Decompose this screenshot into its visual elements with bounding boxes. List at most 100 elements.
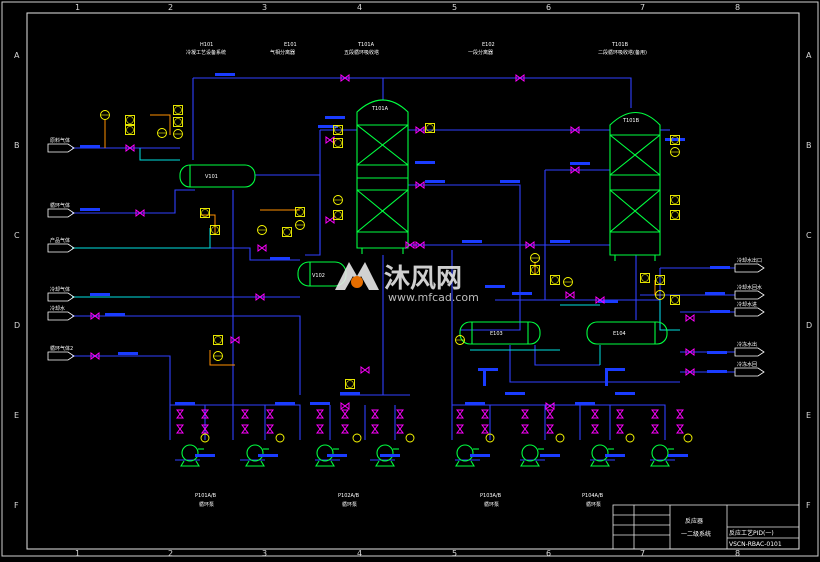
watermark: 沐风网 www.mfcad.com [335, 262, 479, 304]
title-line1: 反应器 [685, 517, 703, 525]
col-number: 6 [546, 3, 551, 12]
gate-valve-icon [616, 424, 624, 434]
header-text: 一段分离器 [468, 49, 493, 56]
stream-label-right: 冷却水回水 [737, 284, 762, 291]
stream-arrow-icon [734, 347, 765, 357]
watermark-logo-icon [335, 262, 379, 290]
gate-valve-icon [201, 424, 209, 434]
centrifugal-pump-icon [591, 444, 609, 462]
gate-valve-icon [415, 181, 425, 189]
col-number: 8 [735, 549, 740, 558]
instrument-bubble-icon [671, 296, 679, 304]
line-tag-bar [258, 454, 278, 457]
centrifugal-pump-icon [376, 444, 394, 462]
centrifugal-pump-icon [651, 444, 669, 462]
pump-desc: 循环泵 [484, 501, 499, 508]
line-tag-bar [570, 162, 590, 165]
gate-valve-icon [371, 409, 379, 419]
motor-icon [485, 433, 495, 443]
line-tag-bar [605, 368, 625, 371]
centrifugal-pump-icon [246, 444, 264, 462]
utility-pipes [72, 148, 680, 365]
gate-valve-icon [340, 74, 350, 82]
stream-arrow-icon [47, 243, 75, 253]
gate-valve-icon [415, 241, 425, 249]
instrument-box-icon [125, 115, 135, 125]
gate-valve-icon [241, 409, 249, 419]
line-tag-bar [710, 266, 730, 269]
gate-valve-icon [676, 409, 684, 419]
equipment [179, 99, 674, 467]
line-tag-bar [485, 285, 505, 288]
centrifugal-pump-icon [521, 444, 539, 462]
equipment-headers: H101冷凝工艺设备系统E101气相分离器T101A五段循环吸收塔E102一段分… [186, 42, 647, 56]
line-tag-bar [483, 368, 486, 386]
line-tag-bar [500, 180, 520, 183]
tower-tag-t101a: T101A [371, 106, 389, 112]
stream-arrow-icon [734, 307, 765, 317]
row-letter: C [14, 231, 20, 240]
instrument-box-icon [333, 125, 343, 135]
instrument-bubble-icon [641, 274, 649, 282]
motor-icon [625, 433, 635, 443]
gate-valve-icon [521, 409, 529, 419]
motor-icon [683, 433, 693, 443]
instrument-bubble-icon [426, 124, 434, 132]
gate-valve-icon [90, 312, 100, 320]
stream-arrow-icon [734, 290, 765, 300]
line-tag-bar [668, 454, 688, 457]
title-line2: 一二级系统 [681, 530, 711, 538]
stream-arrow-icon [47, 351, 75, 361]
col-number: 4 [357, 549, 362, 558]
pump-desc: 循环泵 [586, 501, 601, 508]
instrument-box-icon [210, 225, 220, 235]
centrifugal-pump-icon [456, 444, 474, 462]
gate-valve-icon [521, 424, 529, 434]
gate-valve-icon [125, 144, 135, 152]
drawing-number: VSCN-RBAC-0101 [729, 541, 782, 548]
col-number: 4 [357, 3, 362, 12]
stream-arrow-icon [47, 208, 75, 218]
instrument-box-icon [295, 207, 305, 217]
line-tag-bar [118, 352, 138, 355]
header-text: 冷凝工艺设备系统 [186, 49, 226, 56]
gate-valve-icon [340, 402, 350, 410]
instrument-box-icon [670, 135, 680, 145]
col-number: 7 [640, 549, 645, 558]
instrument-box-icon [670, 210, 680, 220]
instrument-box-icon [530, 265, 540, 275]
watermark-url: www.mfcad.com [388, 291, 479, 304]
instrument-bubble-icon [671, 211, 679, 219]
vessel-tag-e103: E103 [490, 331, 503, 337]
instrument-bubble-icon [656, 276, 664, 284]
stream-arrow-icon [734, 367, 765, 377]
instrument-box-icon [282, 227, 292, 237]
gate-valve-icon [481, 424, 489, 434]
gate-valve-icon [360, 366, 370, 374]
col-number: 5 [452, 3, 457, 12]
row-letter: B [806, 141, 812, 150]
stream-label-right: 冷冻水出 [737, 341, 757, 348]
tower-t101a [356, 99, 409, 254]
col-number: 2 [168, 549, 173, 558]
instrument-box-icon [173, 117, 183, 127]
col-number: 6 [546, 549, 551, 558]
gate-valve-icon [515, 74, 525, 82]
row-letter: F [14, 501, 19, 510]
vessel-tag-v101: V101 [205, 174, 218, 180]
row-letter: C [806, 231, 812, 240]
header-code: T101A [357, 42, 375, 48]
motor-icon [200, 433, 210, 443]
gate-valve-icon [135, 209, 145, 217]
gate-valve-icon [685, 368, 695, 376]
line-tag-bar [318, 125, 338, 128]
row-letter: E [14, 411, 19, 420]
gate-valve-icon [371, 424, 379, 434]
instrument-box-icon [670, 195, 680, 205]
line-tag-bar [705, 292, 725, 295]
gate-valve-icon [685, 314, 695, 322]
instrument-bubble-icon [296, 208, 304, 216]
